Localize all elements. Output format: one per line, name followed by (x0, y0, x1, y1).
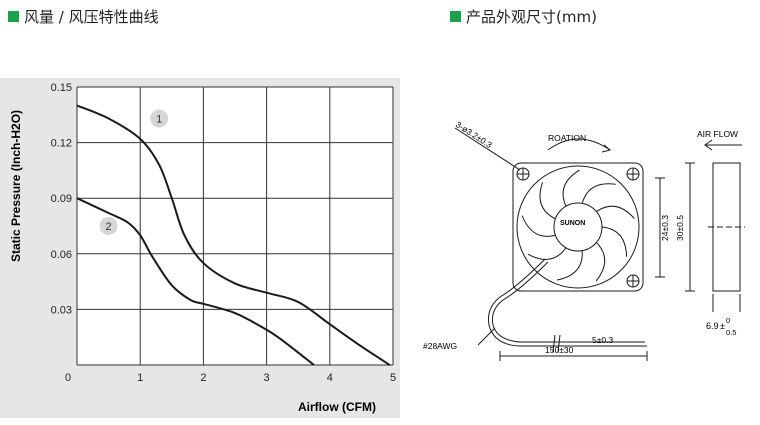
x-tick-label: 5 (390, 372, 396, 384)
thickness-minus-label: 0.5 (726, 328, 736, 337)
fan-blades (521, 169, 635, 282)
y-tick-label: 0.09 (51, 193, 72, 205)
y-axis-label: Static Pressure (Inch-H2O) (9, 110, 23, 262)
wire-gauge-label: #28AWG (423, 341, 457, 351)
rotation-arc (547, 138, 611, 151)
fan-curve-title-text: 风量 / 风压特性曲线 (24, 8, 159, 26)
inner-dimension-label: 24±0.3 (660, 215, 670, 241)
airflow-label: AIR FLOW (697, 129, 738, 139)
hole-spec-label: 3-ø3.2±0.3 (454, 119, 494, 150)
wire-gauge-leader (477, 327, 496, 346)
fan-blade (556, 250, 583, 281)
fan-curve-section-title: 风量 / 风压特性曲线 (8, 6, 159, 27)
fan-blade (562, 169, 580, 207)
series-line-1 (76, 104, 391, 366)
wire-length-label: 150±30 (545, 345, 574, 355)
fan-opening (516, 165, 640, 289)
y-tick-label: 0.15 (51, 82, 72, 94)
green-square-icon (450, 11, 461, 22)
series-label-2: 2 (106, 221, 112, 233)
fan-blade (539, 182, 556, 220)
series-marker-1 (150, 109, 169, 128)
fan-blade (595, 242, 606, 282)
fan-blade (527, 247, 567, 260)
plus-minus-sign: ± (720, 321, 725, 331)
fan-frame (512, 162, 644, 292)
x-tick-label: 2 (200, 372, 206, 384)
series-marker-2 (99, 217, 118, 235)
plot-area (77, 87, 393, 365)
lead-wire (492, 261, 645, 343)
rotation-label: ROATION (548, 133, 586, 143)
x-tick-label: 3 (264, 372, 270, 384)
x-tick-label: 4 (327, 372, 333, 384)
y-tick-label: 0.03 (51, 304, 72, 316)
chart-grid (76, 86, 394, 366)
fan-hub (553, 202, 603, 252)
y-tick-label: 0.06 (51, 249, 72, 261)
x-tick-label: 0 (65, 372, 71, 384)
green-square-icon (8, 11, 19, 22)
x-tick-labels: 0 1 2 3 4 5 (65, 372, 396, 384)
y-tick-labels: 0.03 0.06 0.09 0.12 0.15 (51, 82, 72, 316)
x-axis-label: Airflow (CFM) (298, 400, 376, 414)
fan-blade (581, 183, 616, 204)
rotation-arrow-icon (601, 144, 612, 153)
chart-series: 12 (76, 104, 391, 366)
thickness-base-label: 6.9 (706, 321, 719, 331)
series-label-1: 1 (156, 114, 162, 126)
dimensions-title-text: 产品外观尺寸(mm) (466, 8, 597, 26)
fan-blade (601, 226, 628, 257)
fan-blade (596, 205, 635, 219)
outer-dimension-label: 30±0.5 (675, 215, 685, 241)
strip-length-label: 5±0.3 (592, 335, 613, 345)
series-line-2 (76, 197, 315, 366)
thickness-plus-label: 0 (726, 316, 730, 325)
dimensions-section-title: 产品外观尺寸(mm) (450, 6, 597, 27)
hole-leader (454, 127, 521, 171)
brand-label: SUNON (560, 220, 585, 227)
fan-blade (521, 215, 556, 237)
x-tick-label: 1 (137, 372, 143, 384)
y-tick-label: 0.12 (51, 138, 72, 150)
